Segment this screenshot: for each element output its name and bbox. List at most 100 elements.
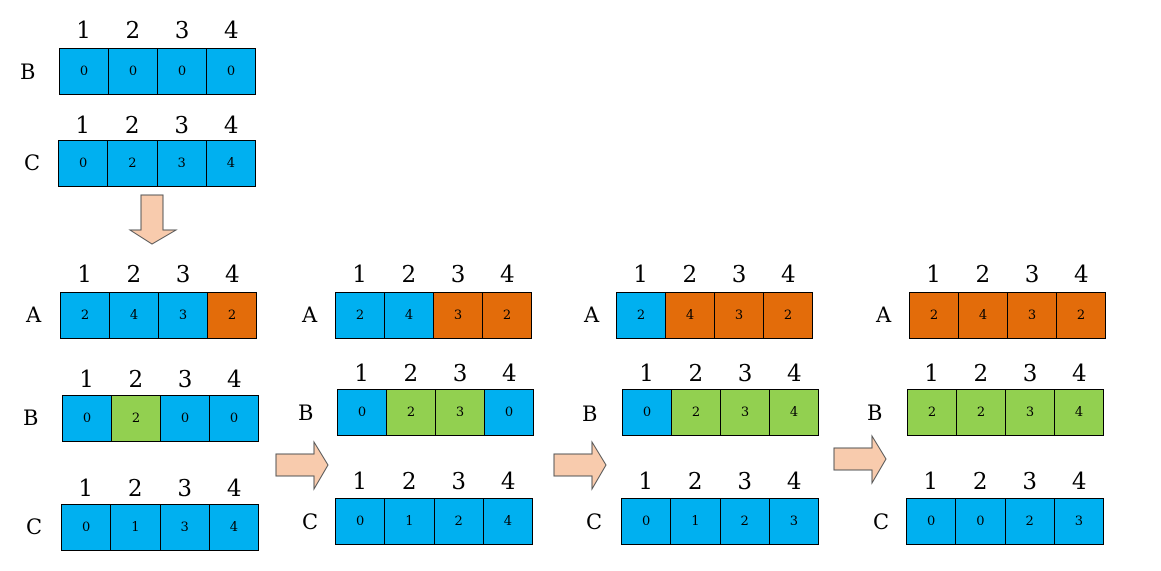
index-label: 3: [174, 18, 190, 44]
index-label: 1: [79, 367, 94, 393]
array-label-c: C: [26, 515, 43, 539]
index-label: 1: [76, 18, 91, 44]
array-cell: 0: [956, 499, 1006, 544]
array-cell: 0: [62, 505, 112, 550]
index-label: 4: [787, 361, 802, 387]
array-cell: 0: [623, 390, 672, 435]
array-label-a: A: [26, 303, 42, 327]
array-cell: 1: [671, 499, 721, 544]
index-label: 2: [401, 469, 417, 495]
index-label: 3: [737, 469, 753, 495]
index-label: 3: [175, 262, 191, 288]
array-cell: 0: [622, 499, 672, 544]
array-cell: 1: [385, 499, 435, 544]
array-cell: 2: [112, 396, 161, 441]
index-label: 1: [926, 262, 941, 288]
array-cell: 4: [1055, 390, 1103, 435]
right-arrow-icon: [275, 440, 329, 491]
array-cell: 4: [770, 390, 818, 435]
array-cell: 2: [483, 293, 531, 338]
index-label: 3: [1022, 361, 1038, 387]
array-cell: 1: [111, 505, 161, 550]
index-label: 2: [403, 361, 419, 387]
index-label: 2: [124, 113, 140, 139]
array-cell: 0: [109, 49, 158, 94]
index-label: 3: [1024, 262, 1040, 288]
index-label: 2: [972, 469, 988, 495]
array-cell: 3: [436, 390, 485, 435]
array-cell: 4: [666, 293, 715, 338]
array-cell: 4: [385, 293, 434, 338]
array-label-a: A: [302, 303, 318, 327]
array-cell: 0: [210, 396, 258, 441]
index-label: 4: [500, 469, 516, 495]
index-label: 3: [451, 469, 467, 495]
array-label-b: B: [582, 402, 598, 426]
array-cell: 3: [1006, 390, 1055, 435]
index-label: 3: [177, 476, 193, 502]
array-cell: 3: [160, 505, 210, 550]
array-label-c: C: [586, 510, 603, 534]
array-cell: 2: [908, 390, 957, 435]
array-cell: 3: [721, 390, 770, 435]
array-cell: 0: [485, 390, 533, 435]
array-cell: 2: [61, 293, 110, 338]
array-label-b: B: [23, 406, 39, 430]
array-cell: 0: [207, 49, 255, 94]
index-label: 2: [973, 361, 989, 387]
array-cell: 3: [769, 499, 818, 544]
array-cell: 0: [907, 499, 957, 544]
right-arrow-icon: [553, 440, 607, 491]
array-cell: 0: [161, 396, 210, 441]
index-label: 3: [737, 361, 753, 387]
array-cell: 4: [110, 293, 159, 338]
index-label: 1: [352, 262, 367, 288]
index-label: 4: [226, 476, 242, 502]
array-cell: 2: [208, 293, 256, 338]
array-cell: 2: [910, 293, 959, 338]
array-cell: 2: [387, 390, 436, 435]
index-label: 2: [682, 262, 698, 288]
right-arrow-icon: [833, 434, 887, 485]
index-label: 2: [688, 361, 704, 387]
array-cell: 3: [1054, 499, 1103, 544]
index-label: 2: [127, 476, 143, 502]
index-label: 2: [687, 469, 703, 495]
index-label: 4: [225, 262, 240, 288]
index-label: 3: [174, 113, 190, 139]
index-label: 3: [177, 367, 193, 393]
index-label: 4: [1074, 262, 1089, 288]
index-label: 1: [354, 361, 369, 387]
index-label: 4: [1071, 469, 1087, 495]
index-label: 3: [731, 262, 747, 288]
array-cell: 4: [483, 499, 532, 544]
array-label-c: C: [24, 151, 41, 175]
index-label: 2: [126, 262, 142, 288]
index-label: 1: [77, 262, 92, 288]
array-cell: 2: [957, 390, 1006, 435]
array-cell: 3: [715, 293, 764, 338]
index-label: 1: [352, 469, 368, 495]
index-label: 3: [1022, 469, 1038, 495]
index-label: 1: [923, 469, 939, 495]
index-label: 4: [502, 361, 517, 387]
array-cell: 3: [157, 141, 207, 186]
array-label-b: B: [298, 401, 314, 425]
array-label-a: A: [584, 303, 600, 327]
array-cell: 4: [959, 293, 1008, 338]
array-cell: 4: [206, 141, 255, 186]
index-label: 2: [125, 18, 141, 44]
index-label: 4: [223, 113, 239, 139]
array-cell: 3: [159, 293, 208, 338]
